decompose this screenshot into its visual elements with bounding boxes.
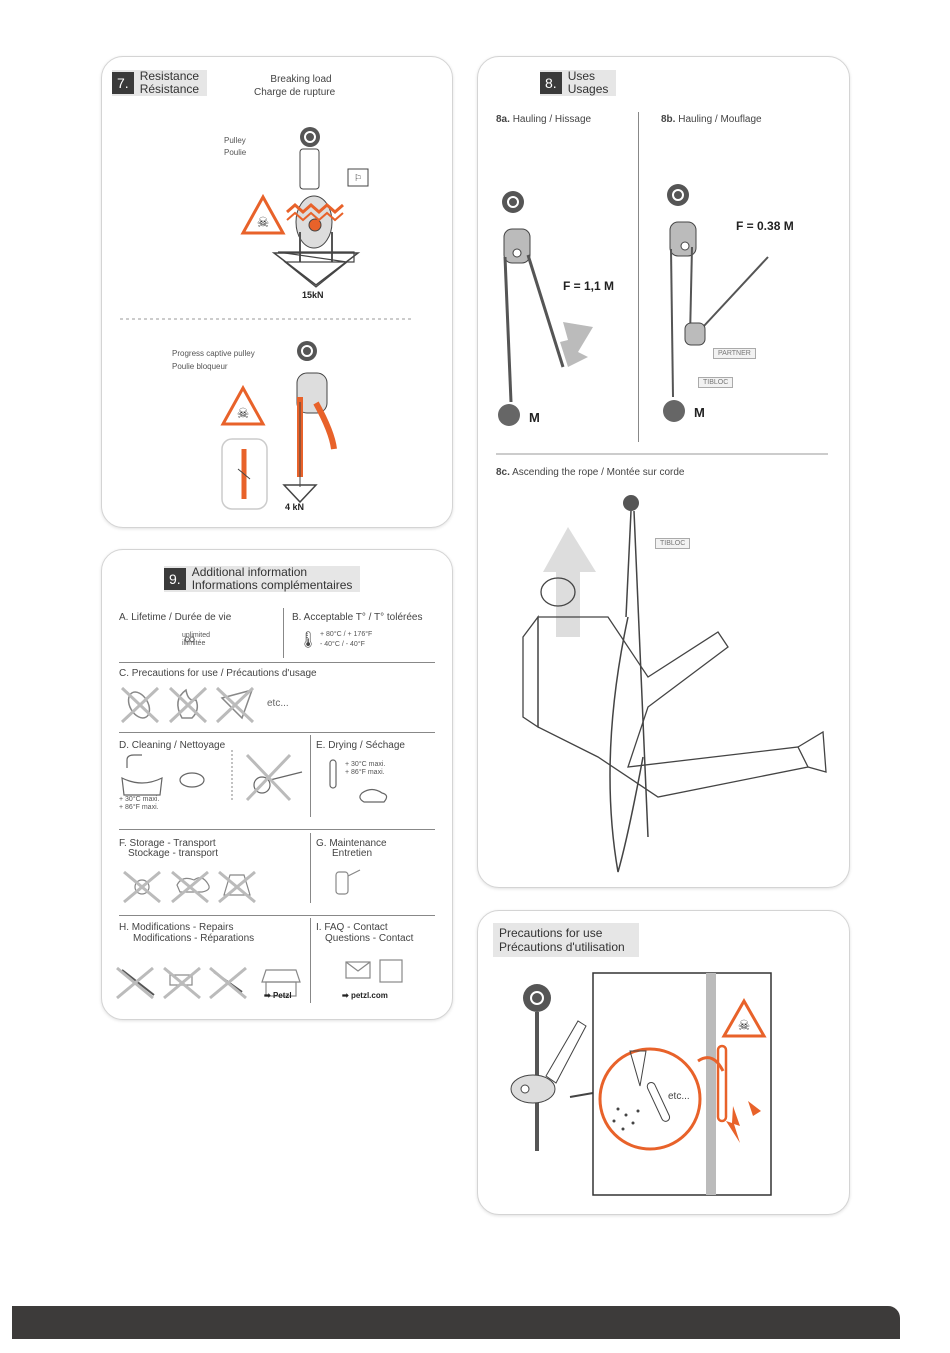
force-b: F = 0.38 M [736, 219, 794, 233]
maintenance-heading: G. Maintenance [316, 838, 387, 849]
mass-a: M [529, 410, 540, 425]
progress-pulley-label: Progress captive pulley [172, 349, 255, 358]
progress-pulley-label-fr: Poulie bloqueur [172, 362, 228, 371]
tibloc-tag-c: TIBLOC [655, 538, 691, 549]
precautions-title-en: Precautions for use [499, 926, 603, 940]
temperature-min: - 40°C / - 40°F [320, 641, 365, 648]
section-title-fr: Résistance [139, 82, 200, 96]
arrow-right-icon: ➡ [342, 991, 351, 1000]
resistance-illustration: ☠ ⚐ ☠ [120, 127, 412, 510]
modifications-heading: H. Modifications - Repairs [119, 922, 234, 933]
arrow-right-icon: ➡ [264, 991, 273, 1000]
precautions-title-fr: Précautions d'utilisation [499, 940, 625, 954]
section-title-fr: Informations complémentaires [191, 578, 353, 592]
section-title-fr: Usages [567, 82, 609, 96]
section-title-en: Resistance [139, 69, 200, 83]
section-number: 8. [540, 72, 562, 94]
section-number: 7. [112, 72, 134, 94]
lifetime-heading: A. Lifetime / Durée de vie [119, 612, 232, 623]
load-value-15kn: 15kN [302, 290, 324, 300]
footer-bar [12, 1306, 900, 1339]
breaking-load-label-fr: Charge de rupture [254, 87, 336, 98]
storage-heading: F. Storage - Transport [119, 838, 216, 849]
breaking-load-label: Breaking load [270, 74, 332, 85]
petzl-link[interactable]: ➡ Petzl [264, 991, 292, 1000]
svg-text:⚐: ⚐ [354, 173, 362, 183]
section-title-en: Uses [567, 69, 596, 83]
section-number: 9. [164, 568, 186, 590]
cleaning-heading: D. Cleaning / Nettoyage [119, 740, 226, 751]
storage-heading-fr: Stockage - transport [128, 848, 219, 859]
svg-text:☠: ☠ [738, 1017, 751, 1033]
warning-icon-2 [220, 384, 266, 426]
hauling-a-heading: 8a. Hauling / Hissage [496, 114, 592, 125]
pulley-label-fr: Poulie [224, 148, 247, 157]
section-title-en: Additional information [191, 565, 308, 579]
info-icons-illustration [116, 686, 403, 1000]
cleaning-temp-c: + 30°C maxi. [119, 796, 160, 803]
ascending-heading: 8c. Ascending the rope / Montée sur cord… [496, 467, 685, 478]
lifetime-value-fr: illimitée [182, 640, 206, 647]
maintenance-heading-fr: Entretien [332, 848, 373, 859]
drying-heading: E. Drying / Séchage [316, 740, 405, 751]
hauling-b-heading: 8b. Hauling / Mouflage [661, 114, 762, 125]
uses-illustration [496, 184, 828, 873]
drying-temp-c: + 30°C maxi. [345, 761, 386, 768]
load-value-4kn: 4 kN [285, 502, 305, 512]
petzl-website-link[interactable]: ➡ petzl.com [342, 991, 388, 1000]
pulley-label: Pulley [224, 136, 246, 145]
precautions-etc: etc... [668, 1091, 690, 1102]
drying-temp-f: + 86°F maxi. [345, 769, 385, 776]
temperature-max: + 80°C / + 176°F [320, 631, 373, 638]
modifications-heading-fr: Modifications - Réparations [133, 933, 255, 944]
partner-tag: PARTNER [713, 348, 756, 359]
temperature-heading: B. Acceptable T° / T° tolérées [292, 612, 423, 623]
faq-heading-fr: Questions - Contact [325, 933, 414, 944]
warning-icon [240, 193, 286, 235]
precautions-illustration: ☠ [510, 972, 772, 1196]
mass-b: M [694, 405, 705, 420]
tibloc-tag: TIBLOC [698, 377, 734, 388]
svg-text:☠: ☠ [237, 405, 250, 421]
cleaning-temp-f: + 86°F maxi. [119, 804, 159, 811]
precautions-etc: etc... [267, 698, 289, 709]
thermometer-icon: 🌡︎ [298, 632, 319, 649]
svg-text:☠: ☠ [257, 214, 270, 230]
lifetime-value: unlimited [182, 632, 211, 639]
precautions-heading: C. Precautions for use / Précautions d'u… [119, 668, 317, 679]
faq-heading: I. FAQ - Contact [316, 922, 388, 933]
force-a: F = 1,1 M [563, 279, 615, 293]
infinity-icon: ∞ [184, 631, 196, 648]
